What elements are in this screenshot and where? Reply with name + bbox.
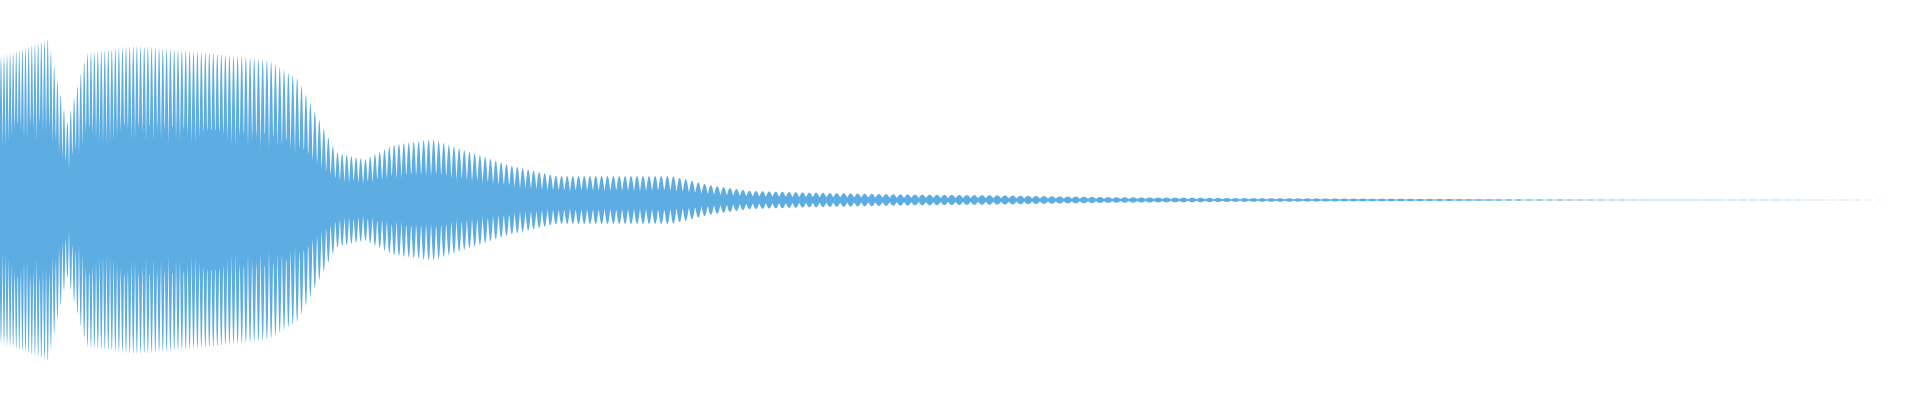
waveform-display <box>0 38 1920 362</box>
audio-waveform <box>0 38 1920 362</box>
